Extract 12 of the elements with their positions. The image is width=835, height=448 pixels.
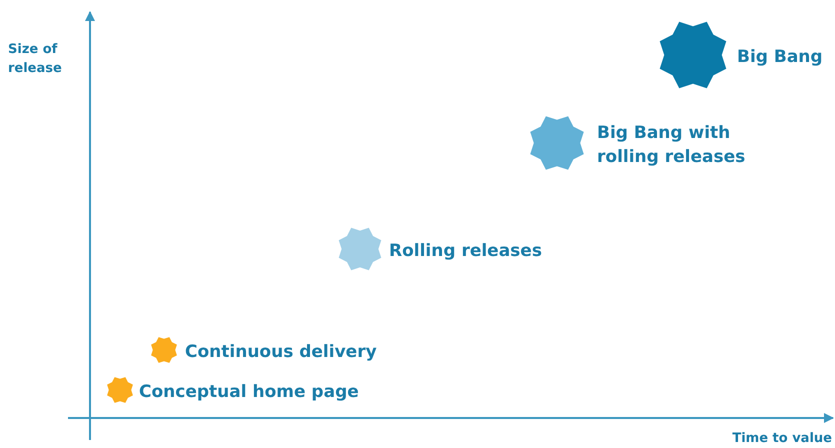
marker-label: Rolling releases [389, 240, 543, 263]
star-marker [657, 19, 729, 91]
star-marker [528, 114, 586, 172]
star-marker [106, 376, 134, 404]
marker-label: Big Bang with rolling releases [597, 122, 746, 169]
axis-label: Time to value [731, 430, 832, 447]
star-marker [150, 336, 178, 364]
marker-label: Continuous delivery [185, 341, 378, 364]
marker-label: Big Bang [737, 46, 824, 69]
marker-label: Conceptual home page [139, 381, 360, 404]
axis-label: Size of release [8, 41, 63, 78]
star-marker [337, 226, 383, 272]
